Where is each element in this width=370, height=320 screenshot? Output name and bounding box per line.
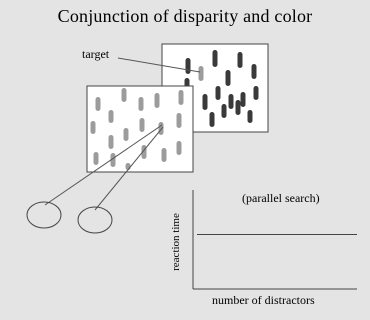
right-panel-bar <box>202 94 208 110</box>
right-panel-bar <box>225 70 231 86</box>
left-panel-bar <box>123 128 129 141</box>
left-panel-bar <box>108 110 114 123</box>
y-axis-label: reaction time <box>170 213 182 271</box>
right-panel-bar <box>185 58 191 74</box>
left-panel-bar <box>158 122 164 135</box>
right-eye <box>77 206 113 234</box>
target-pointer-line <box>117 57 201 73</box>
right-panel-bar <box>247 110 253 123</box>
left-panel-bar <box>95 97 101 111</box>
left-panel-bar <box>110 153 116 167</box>
parallel-search-label: (parallel search) <box>242 191 320 205</box>
left-panel-bar <box>178 90 184 105</box>
x-axis-label: number of distractors <box>212 293 315 307</box>
left-panel-bar <box>176 141 182 155</box>
right-panel-bar <box>198 66 204 81</box>
right-panel-bar <box>209 112 215 127</box>
right-panel-bar <box>212 50 218 67</box>
left-panel-bar <box>138 97 144 111</box>
left-panel-bar <box>90 121 96 134</box>
target-label: target <box>82 47 110 61</box>
right-panel-bar <box>240 92 246 107</box>
left-eye-sight-line <box>44 124 163 206</box>
left-panel-bar <box>139 118 145 132</box>
right-panel-bar <box>215 86 221 100</box>
right-panel-bar <box>253 86 259 100</box>
left-panel-bar <box>176 113 182 128</box>
diagram-title: Conjunction of disparity and color <box>57 6 313 26</box>
right-panel-bar <box>251 64 257 79</box>
right-panel-bar <box>221 104 227 118</box>
left-panel-bar <box>121 88 127 102</box>
right-panel-bar <box>237 52 243 68</box>
left-panel-bar <box>108 135 114 149</box>
left-eye <box>26 201 62 229</box>
right-panel-bar <box>228 94 234 109</box>
left-panel-bar <box>161 148 167 162</box>
left-panel-bar <box>93 152 99 165</box>
right-panel-bar <box>235 100 241 115</box>
left-panel-bar <box>154 93 160 108</box>
right-eye-sight-line <box>94 126 164 211</box>
